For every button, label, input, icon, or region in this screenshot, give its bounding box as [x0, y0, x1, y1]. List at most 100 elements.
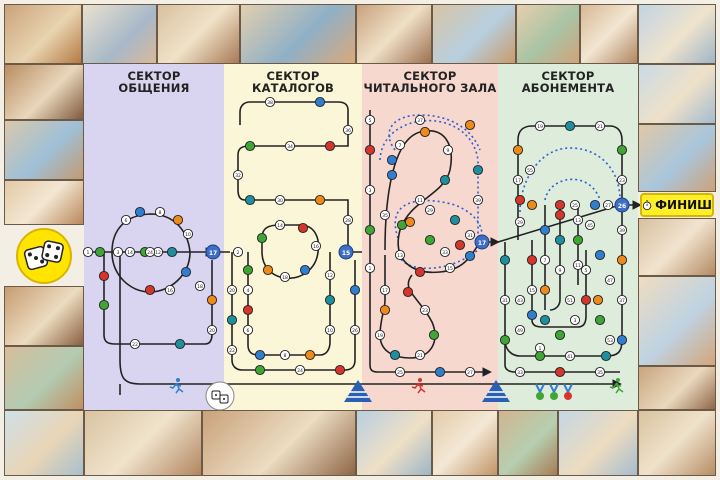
track-node[interactable]	[394, 366, 406, 378]
track-node[interactable]	[554, 199, 566, 211]
track-node[interactable]	[349, 284, 361, 296]
track-node[interactable]	[464, 229, 476, 241]
track-node[interactable]	[134, 206, 146, 218]
track-node[interactable]	[324, 140, 336, 152]
track-node[interactable]	[439, 174, 451, 186]
track-node[interactable]	[174, 338, 186, 350]
track-node[interactable]	[604, 274, 616, 286]
track-node[interactable]	[274, 194, 286, 206]
track-node[interactable]	[514, 216, 526, 228]
track-node[interactable]	[424, 234, 436, 246]
track-node[interactable]	[539, 224, 551, 236]
track-node[interactable]	[334, 364, 346, 376]
track-node[interactable]	[499, 334, 511, 346]
track-node[interactable]	[264, 96, 276, 108]
track-node[interactable]	[472, 164, 484, 176]
track-node[interactable]	[524, 164, 536, 176]
track-node[interactable]	[554, 209, 566, 221]
track-node[interactable]	[256, 232, 268, 244]
track-node[interactable]	[539, 284, 551, 296]
track-node[interactable]	[182, 228, 194, 240]
track-node[interactable]	[279, 349, 291, 361]
track-node[interactable]	[554, 234, 566, 246]
track-node[interactable]	[594, 314, 606, 326]
track-node[interactable]	[572, 234, 584, 246]
track-node[interactable]	[314, 96, 326, 108]
track-node[interactable]	[512, 144, 524, 156]
track-node[interactable]	[232, 169, 244, 181]
track-node[interactable]	[454, 239, 466, 251]
track-node[interactable]	[242, 324, 254, 336]
track-node[interactable]	[434, 366, 446, 378]
track-node[interactable]	[564, 294, 576, 306]
track-node[interactable]	[616, 334, 628, 346]
dice-badge[interactable]	[16, 228, 72, 284]
track-node[interactable]	[206, 294, 218, 306]
track-node[interactable]	[616, 224, 628, 236]
track-node[interactable]	[464, 366, 476, 378]
hub-node[interactable]	[338, 244, 354, 260]
track-node[interactable]	[342, 214, 354, 226]
track-node[interactable]	[206, 324, 218, 336]
track-node[interactable]	[414, 349, 426, 361]
track-node[interactable]	[294, 364, 306, 376]
track-node[interactable]	[616, 254, 628, 266]
track-node[interactable]	[414, 266, 426, 278]
track-node[interactable]	[564, 120, 576, 132]
track-node[interactable]	[449, 214, 461, 226]
track-node[interactable]	[364, 144, 376, 156]
track-node[interactable]	[379, 304, 391, 316]
track-node[interactable]	[534, 120, 546, 132]
track-node[interactable]	[180, 266, 192, 278]
track-node[interactable]	[166, 246, 178, 258]
track-node[interactable]	[232, 246, 244, 258]
track-node[interactable]	[584, 219, 596, 231]
track-node[interactable]	[514, 194, 526, 206]
track-node[interactable]	[514, 366, 526, 378]
track-node[interactable]	[616, 294, 628, 306]
track-node[interactable]	[98, 270, 110, 282]
track-node[interactable]	[389, 349, 401, 361]
track-node[interactable]	[569, 199, 581, 211]
track-node[interactable]	[254, 364, 266, 376]
track-node[interactable]	[600, 350, 612, 362]
hub-node[interactable]	[205, 244, 221, 260]
track-node[interactable]	[244, 140, 256, 152]
track-node[interactable]	[274, 219, 286, 231]
track-node[interactable]	[569, 314, 581, 326]
track-node[interactable]	[226, 344, 238, 356]
track-node[interactable]	[386, 169, 398, 181]
track-node[interactable]	[226, 314, 238, 326]
track-node[interactable]	[564, 350, 576, 362]
track-node[interactable]	[539, 254, 551, 266]
track-node[interactable]	[554, 264, 566, 276]
track-node[interactable]	[297, 222, 309, 234]
track-node[interactable]	[112, 246, 124, 258]
track-node[interactable]	[124, 246, 136, 258]
track-node[interactable]	[172, 214, 184, 226]
track-node[interactable]	[616, 144, 628, 156]
track-node[interactable]	[604, 334, 616, 346]
track-node[interactable]	[364, 262, 376, 274]
track-node[interactable]	[379, 284, 391, 296]
track-node[interactable]	[324, 294, 336, 306]
track-node[interactable]	[364, 114, 376, 126]
track-node[interactable]	[242, 264, 254, 276]
track-node[interactable]	[226, 284, 238, 296]
track-node[interactable]	[526, 254, 538, 266]
track-node[interactable]	[94, 246, 106, 258]
track-node[interactable]	[580, 264, 592, 276]
track-node[interactable]	[442, 144, 454, 156]
track-node[interactable]	[242, 284, 254, 296]
track-node[interactable]	[154, 206, 166, 218]
track-node[interactable]	[526, 284, 538, 296]
track-node[interactable]	[310, 240, 322, 252]
track-node[interactable]	[580, 294, 592, 306]
track-node[interactable]	[349, 324, 361, 336]
track-node[interactable]	[514, 324, 526, 336]
track-node[interactable]	[439, 246, 451, 258]
track-node[interactable]	[82, 246, 94, 258]
track-node[interactable]	[324, 269, 336, 281]
track-node[interactable]	[284, 140, 296, 152]
track-node[interactable]	[304, 349, 316, 361]
